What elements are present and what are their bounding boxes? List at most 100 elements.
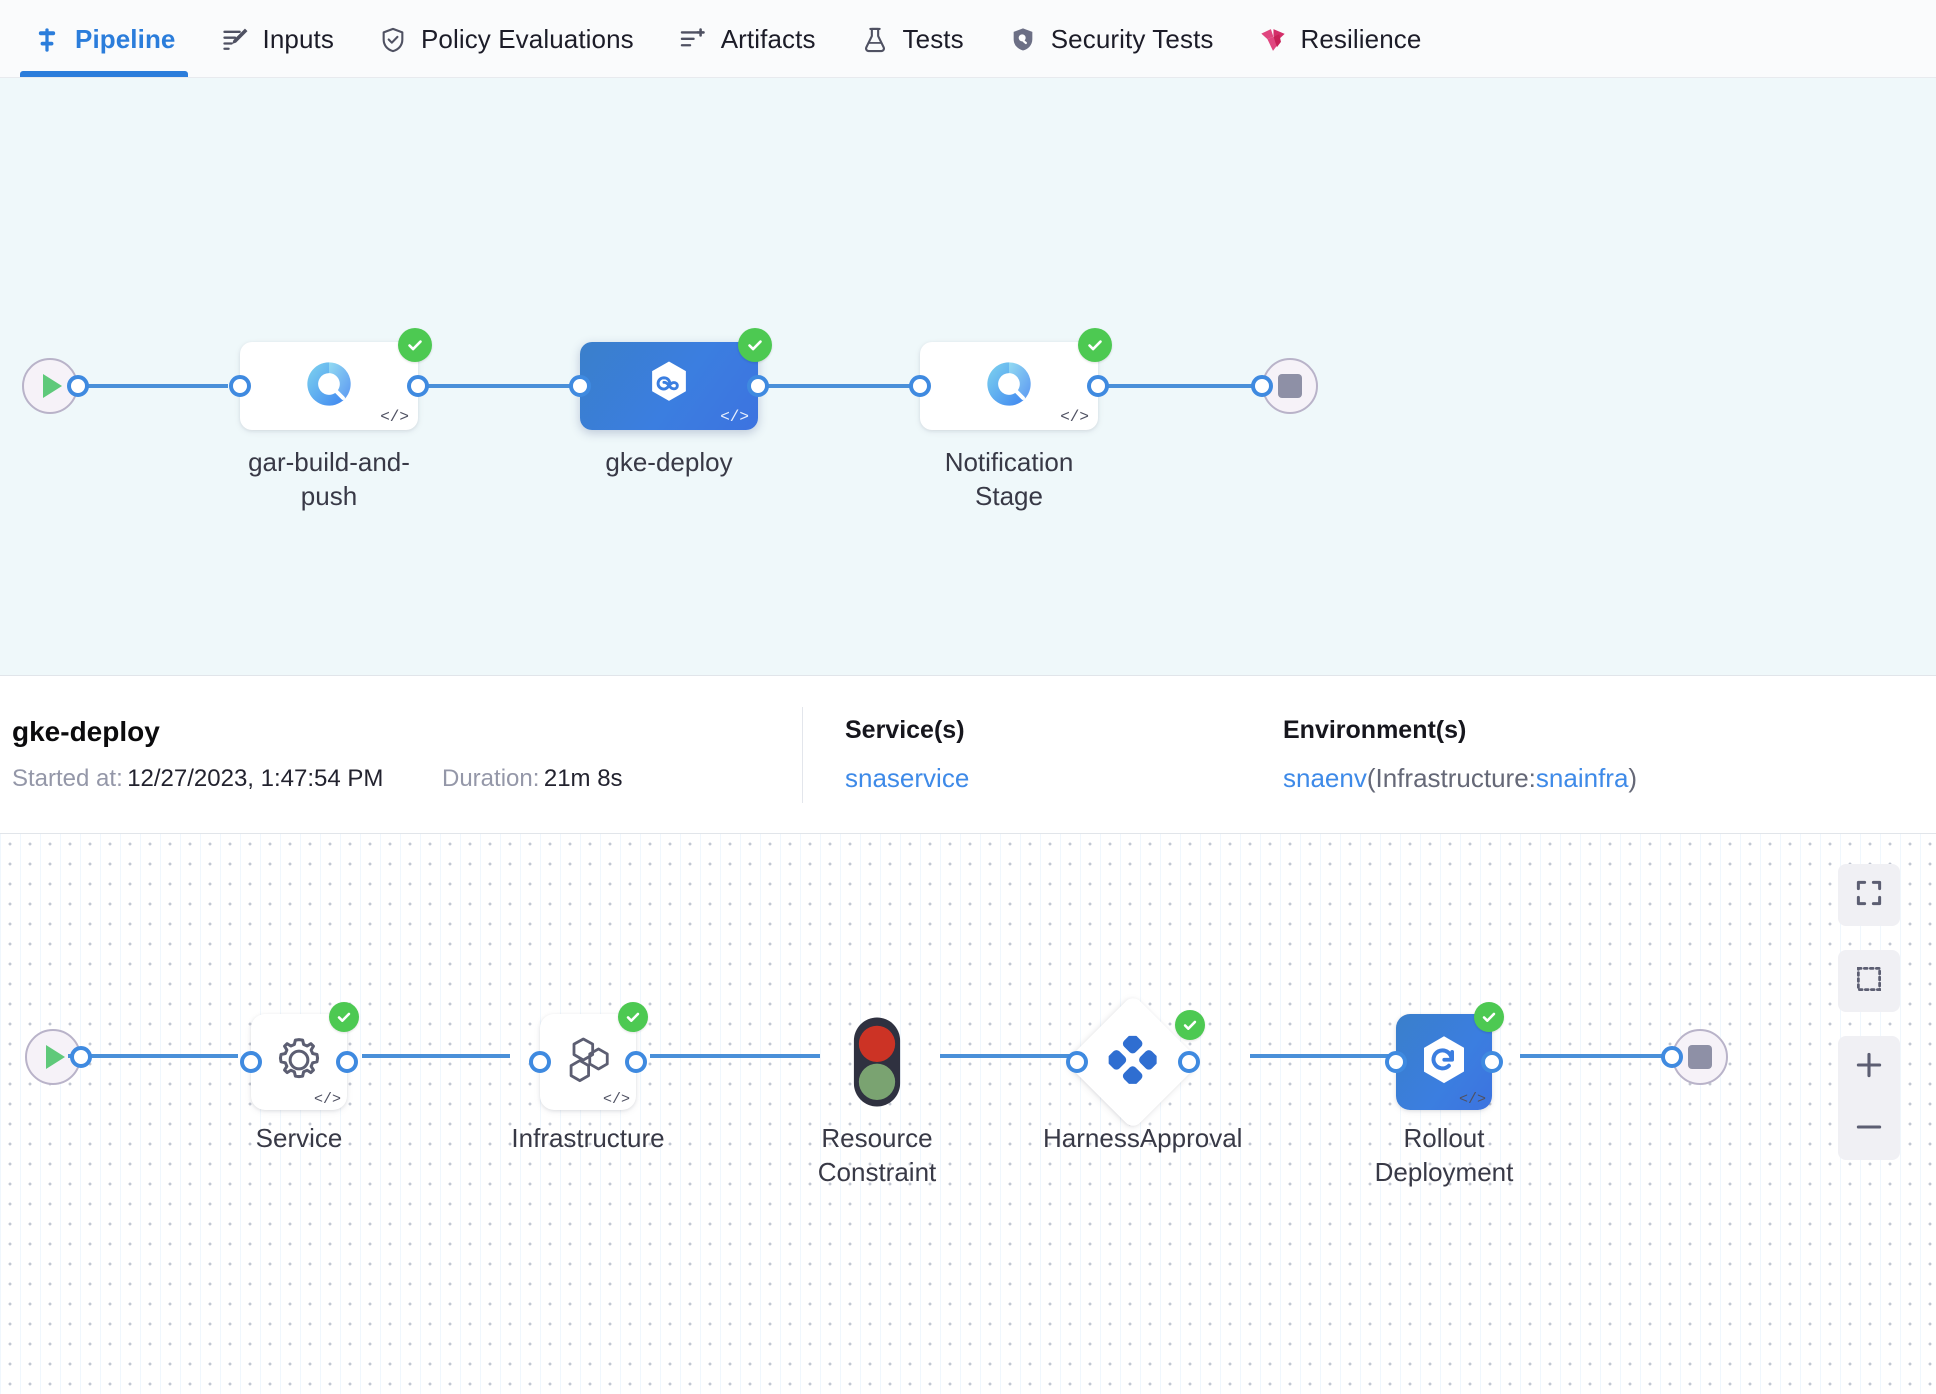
environment-link-snaenv[interactable]: snaenv bbox=[1283, 762, 1367, 793]
port-out bbox=[407, 375, 429, 397]
security-shield-icon bbox=[1008, 25, 1038, 55]
play-triangle bbox=[46, 1045, 65, 1069]
port-in bbox=[229, 375, 251, 397]
tab-security-tests[interactable]: Security Tests bbox=[986, 0, 1236, 77]
play-triangle bbox=[43, 374, 62, 398]
inputs-icon bbox=[220, 25, 250, 55]
execution-graph-canvas[interactable]: </> Service </> Infras bbox=[0, 834, 1936, 1394]
tab-label: Policy Evaluations bbox=[420, 24, 634, 54]
divider bbox=[802, 706, 803, 803]
duration-label: Duration: bbox=[442, 765, 540, 792]
build-stage-icon bbox=[303, 358, 355, 415]
edge-rollout-to-end bbox=[1520, 1054, 1680, 1058]
stop-square bbox=[1278, 374, 1302, 398]
tab-inputs[interactable]: Inputs bbox=[198, 0, 356, 77]
selection-box-button[interactable] bbox=[1838, 950, 1900, 1012]
minus-icon bbox=[1852, 1110, 1886, 1149]
service-link-snaservice[interactable]: snaservice bbox=[845, 762, 970, 793]
fit-to-screen-button[interactable] bbox=[1838, 864, 1900, 926]
stage-card[interactable]: </> bbox=[909, 328, 1112, 430]
detail-meta-row: Started at: 12/27/2023, 1:47:54 PM Durat… bbox=[12, 765, 802, 793]
page-title: gke-deploy bbox=[12, 716, 160, 747]
execution-step-rollout-deployment[interactable]: </> Rollout Deployment bbox=[1375, 1002, 1513, 1187]
zoom-button-group bbox=[1838, 1036, 1900, 1160]
edge-stage3-to-end bbox=[1090, 384, 1270, 388]
started-at-block: Started at: 12/27/2023, 1:47:54 PM bbox=[12, 765, 442, 793]
step-diamond[interactable] bbox=[1065, 994, 1201, 1130]
edge-resource-constraint-to-approval bbox=[940, 1054, 1085, 1058]
environments-heading: Environment(s) bbox=[1283, 715, 1467, 744]
step-label: Resource Constraint bbox=[817, 1123, 937, 1187]
pipeline-start-node bbox=[22, 358, 89, 414]
port-in bbox=[909, 375, 931, 397]
code-badge[interactable]: </> bbox=[602, 1091, 630, 1108]
port-in bbox=[569, 375, 591, 397]
edge-approval-to-rollout bbox=[1250, 1054, 1398, 1058]
port-in bbox=[1385, 1051, 1407, 1073]
infrastructure-prefix: (Infrastructure: bbox=[1366, 762, 1536, 793]
pipeline-stage-gke-deploy[interactable]: </> gke-deploy bbox=[569, 328, 772, 477]
stage-card[interactable]: </> bbox=[229, 328, 432, 430]
step-card[interactable]: </> bbox=[529, 1002, 648, 1110]
status-success-icon bbox=[329, 1002, 359, 1032]
plus-icon bbox=[1852, 1048, 1886, 1087]
deploy-stage-icon bbox=[642, 357, 696, 416]
step-card[interactable]: </> bbox=[1385, 1002, 1504, 1110]
stop-square bbox=[1688, 1045, 1712, 1069]
port-in bbox=[1066, 1051, 1088, 1073]
stage-label: gke-deploy bbox=[605, 447, 733, 477]
dashed-square-icon bbox=[1854, 964, 1884, 999]
status-success-icon bbox=[1474, 1002, 1504, 1032]
pipeline-stage-gar-build-and-push[interactable]: </> gar-build-and-push bbox=[229, 328, 432, 511]
policy-shield-icon bbox=[378, 25, 408, 55]
environments-column: Environment(s) snaenv(Infrastructure:sna… bbox=[1283, 716, 1637, 794]
edge-stage2-to-stage3 bbox=[750, 384, 920, 388]
status-success-icon bbox=[1175, 1010, 1205, 1040]
tab-label: Tests bbox=[902, 24, 964, 54]
started-at-label: Started at: bbox=[12, 765, 123, 792]
rollout-icon bbox=[1414, 1030, 1474, 1095]
tab-artifacts[interactable]: Artifacts bbox=[656, 0, 838, 77]
port-in bbox=[529, 1051, 551, 1073]
status-success-icon bbox=[618, 1002, 648, 1032]
tab-resilience[interactable]: Resilience bbox=[1236, 0, 1444, 77]
zoom-in-button[interactable] bbox=[1838, 1036, 1900, 1098]
services-heading: Service(s) bbox=[845, 715, 965, 744]
tab-label: Artifacts bbox=[720, 24, 816, 54]
code-badge[interactable]: </> bbox=[380, 408, 409, 426]
code-badge[interactable]: </> bbox=[313, 1091, 341, 1108]
port-out bbox=[70, 1046, 92, 1068]
tab-policy-evaluations[interactable]: Policy Evaluations bbox=[356, 0, 656, 77]
edge-start-to-stage1 bbox=[68, 384, 228, 388]
port-in bbox=[240, 1051, 262, 1073]
duration-value: 21m 8s bbox=[543, 765, 623, 792]
execution-step-resource-constraint[interactable]: Resource Constraint bbox=[818, 1014, 936, 1187]
duration-block: Duration: 21m 8s bbox=[442, 765, 623, 793]
tab-tests[interactable]: Tests bbox=[838, 0, 986, 77]
code-badge[interactable]: </> bbox=[720, 408, 749, 426]
code-badge[interactable]: </> bbox=[1458, 1091, 1486, 1108]
port-out bbox=[625, 1051, 647, 1073]
tab-label: Resilience bbox=[1300, 24, 1422, 54]
pipeline-graph-canvas[interactable]: </> gar-build-and-push </> bbox=[0, 78, 1936, 676]
execution-step-service[interactable]: </> Service bbox=[240, 1002, 359, 1153]
zoom-out-button[interactable] bbox=[1838, 1098, 1900, 1160]
infrastructure-suffix: ) bbox=[1628, 762, 1638, 793]
tab-label: Inputs bbox=[262, 24, 334, 54]
pipeline-stage-notification[interactable]: </> Notification Stage bbox=[909, 328, 1112, 511]
code-badge[interactable]: </> bbox=[1060, 408, 1089, 426]
step-card[interactable]: </> bbox=[240, 1002, 359, 1110]
infrastructure-link-snainfra[interactable]: snainfra bbox=[1535, 762, 1629, 793]
started-at-value: 12/27/2023, 1:47:54 PM bbox=[127, 765, 384, 792]
stage-card[interactable]: </> bbox=[569, 328, 772, 430]
traffic-light-icon[interactable] bbox=[829, 1014, 925, 1110]
approval-diamond-icon bbox=[1107, 1033, 1159, 1089]
tab-pipeline[interactable]: Pipeline bbox=[10, 0, 198, 77]
execution-step-harness-approval[interactable]: HarnessApproval bbox=[1043, 994, 1242, 1153]
port-out bbox=[67, 375, 89, 397]
execution-end-node bbox=[1661, 1029, 1728, 1085]
execution-step-infrastructure[interactable]: </> Infrastructure bbox=[511, 1002, 665, 1153]
tab-bar: Pipeline Inputs Policy Evaluations Artif… bbox=[0, 0, 1936, 78]
status-success-icon bbox=[1078, 328, 1112, 362]
pipeline-icon bbox=[32, 25, 62, 55]
